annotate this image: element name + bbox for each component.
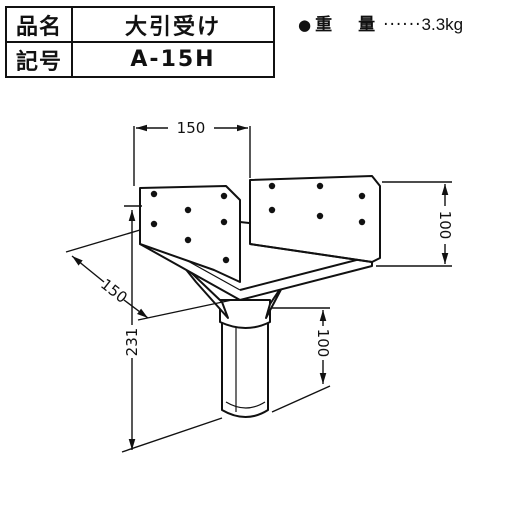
pipe-shaft [221, 319, 269, 418]
product-code-label: 記号 [5, 41, 73, 78]
weight-leader: ······ [383, 15, 422, 35]
weight-value: 3.3kg [421, 15, 464, 34]
dim-shaft-length: 100 [314, 329, 332, 358]
pipe-collar [219, 299, 271, 329]
weight-spec: ●重量······3.3kg [298, 10, 463, 35]
bullet-icon: ● [298, 16, 312, 34]
spec-table: 品名 大引受け 記号 A-15H [5, 6, 275, 78]
dimension-lines [65, 124, 452, 453]
weight-label: 重量 [315, 15, 402, 35]
product-name-label: 品名 [5, 6, 73, 43]
product-code-value: A-15H [71, 41, 275, 78]
product-name-value: 大引受け [71, 6, 275, 43]
side-plate-left [139, 185, 241, 283]
dim-top-width: 150 [177, 119, 206, 137]
bracket-illustration [139, 175, 381, 418]
dim-plate-height: 100 [436, 211, 454, 240]
dim-total-height: 231 [123, 328, 141, 357]
bolt-holes [150, 182, 366, 264]
